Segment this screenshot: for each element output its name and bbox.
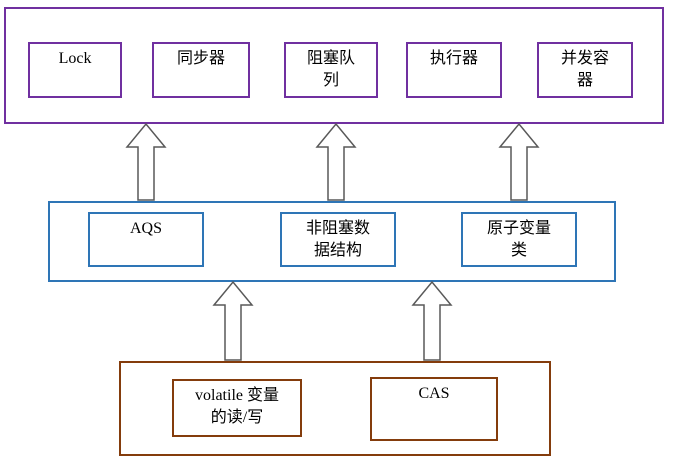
arrow-up-icon xyxy=(315,122,357,201)
synchronizer-label: 同步器 xyxy=(176,50,225,67)
arrow-up-icon xyxy=(498,122,540,201)
nonblocking-ds-box: 非阻塞数 据结构 xyxy=(280,212,396,267)
volatile-rw-box: volatile 变量 的读/写 xyxy=(172,379,302,437)
arrow-up-icon xyxy=(212,280,254,361)
synchronizer-box: 同步器 xyxy=(152,42,250,98)
blocking-queue-label: 阻塞队 列 xyxy=(306,50,355,89)
atomic-var-label: 原子变量 类 xyxy=(486,220,551,259)
executor-label: 执行器 xyxy=(429,50,478,67)
nonblocking-ds-label: 非阻塞数 据结构 xyxy=(305,220,370,259)
volatile-rw-label: volatile 变量 的读/写 xyxy=(195,387,279,426)
lock-label: Lock xyxy=(58,50,92,67)
cas-label: CAS xyxy=(418,385,450,402)
lock-box: Lock xyxy=(28,42,122,98)
aqs-box: AQS xyxy=(88,212,204,267)
atomic-var-box: 原子变量 类 xyxy=(461,212,577,267)
cas-box: CAS xyxy=(370,377,498,441)
executor-box: 执行器 xyxy=(406,42,502,98)
arrow-up-icon xyxy=(411,280,453,361)
arrow-up-icon xyxy=(125,122,167,201)
concurrent-container-label: 并发容 器 xyxy=(560,50,609,89)
aqs-label: AQS xyxy=(129,220,162,237)
blocking-queue-box: 阻塞队 列 xyxy=(284,42,378,98)
concurrent-container-box: 并发容 器 xyxy=(537,42,633,98)
